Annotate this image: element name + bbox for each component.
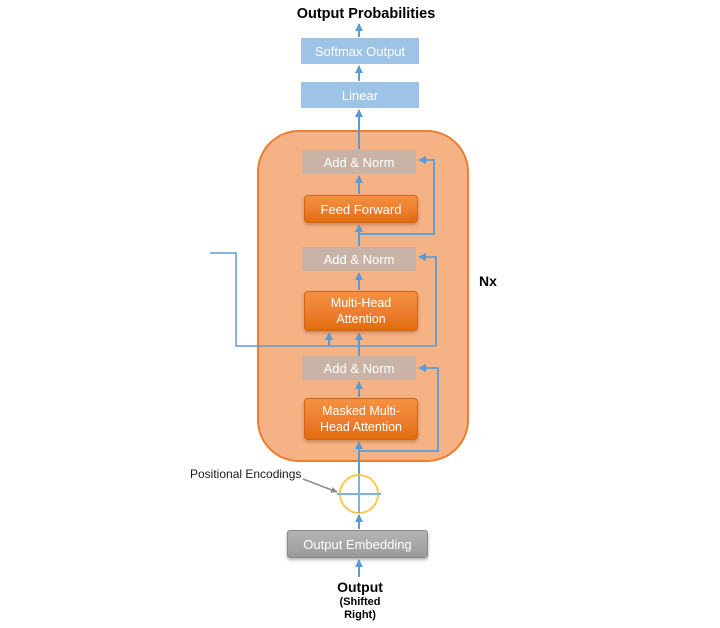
output-note-line2: Right) — [344, 609, 376, 621]
positional-encoding-plus-icon — [337, 474, 381, 514]
softmax-output-box: Softmax Output — [301, 38, 419, 64]
add-norm-bottom-box: Add & Norm — [302, 356, 416, 380]
multi-head-attention-line1: Multi-Head — [330, 296, 392, 310]
output-probabilities-label: Output Probabilities — [296, 6, 436, 22]
positional-encodings-pointer-arrow — [302, 478, 338, 493]
masked-multi-head-attention-line2: Head Attention — [319, 420, 402, 434]
positional-encodings-label: Positional Encodings — [190, 467, 302, 481]
multi-head-attention-line2: Attention — [336, 312, 386, 326]
add-norm-top-box: Add & Norm — [302, 150, 416, 174]
output-shifted-right-label: (Shifted Right) — [300, 596, 420, 622]
linear-box: Linear — [301, 82, 419, 108]
masked-multi-head-attention-box: Masked Multi- Head Attention — [304, 398, 418, 440]
output-label: Output — [337, 579, 383, 595]
output-note-line1: (Shifted — [339, 596, 381, 608]
output-embedding-box: Output Embedding — [287, 530, 428, 558]
multi-head-attention-box: Multi-Head Attention — [304, 291, 418, 331]
masked-multi-head-attention-line1: Masked Multi- — [322, 404, 400, 418]
feed-forward-box: Feed Forward — [304, 195, 418, 223]
add-norm-mid-box: Add & Norm — [302, 247, 416, 271]
repeat-count-label: Nx — [479, 273, 497, 289]
